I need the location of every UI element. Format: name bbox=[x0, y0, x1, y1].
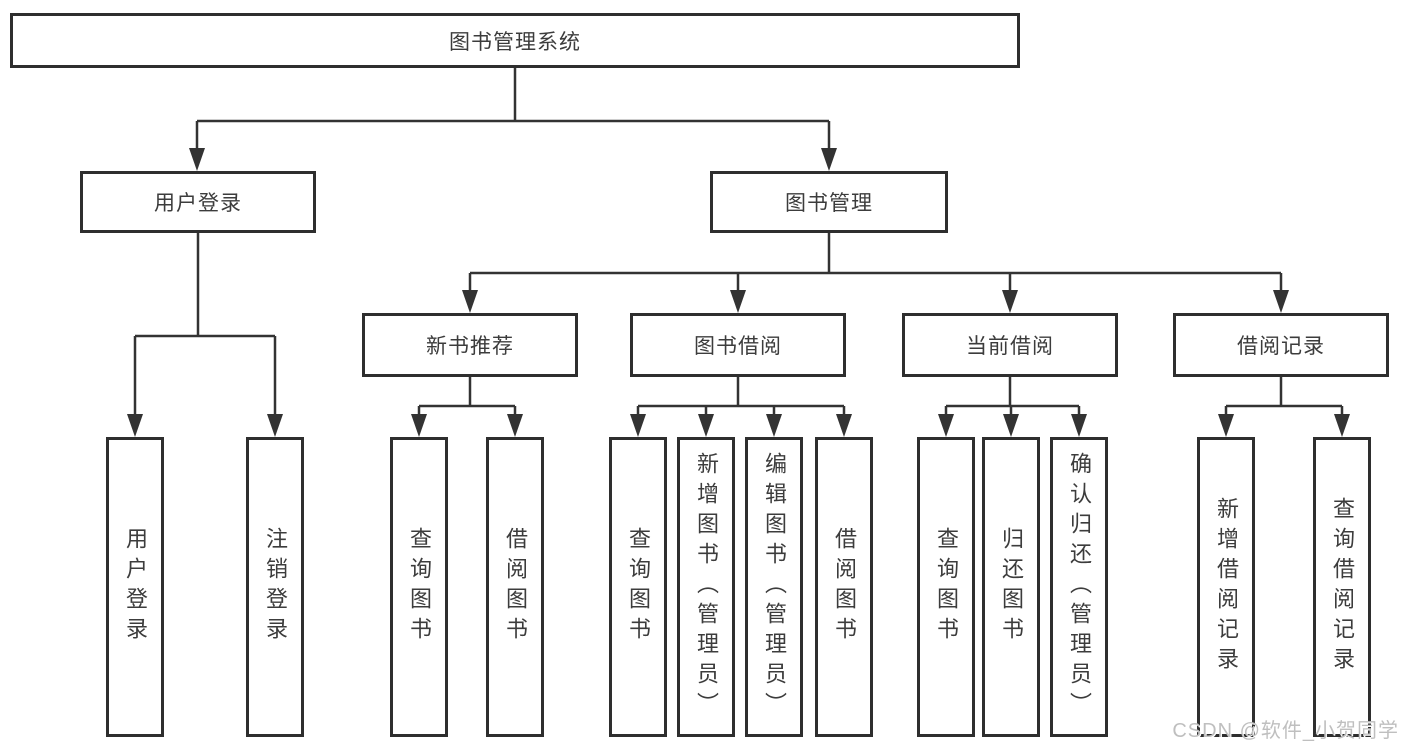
node-user-login: 用户登录 bbox=[80, 171, 316, 233]
arrowhead-icon bbox=[1218, 414, 1234, 437]
arrowhead-icon bbox=[1273, 290, 1289, 313]
node-label: 当前借阅 bbox=[966, 335, 1054, 358]
leaf-borrow-books-2: 借阅图书 bbox=[815, 437, 873, 737]
node-label: 借阅图书 bbox=[832, 527, 857, 647]
arrowhead-icon bbox=[938, 414, 954, 437]
arrowhead-icon bbox=[730, 290, 746, 313]
arrowhead-icon bbox=[1071, 414, 1087, 437]
arrowhead-icon bbox=[836, 414, 852, 437]
connector-path bbox=[133, 68, 1344, 432]
arrowhead-icon bbox=[411, 414, 427, 437]
node-label: 借阅图书 bbox=[503, 527, 528, 647]
arrowhead-icon bbox=[267, 414, 283, 437]
leaf-user-login: 用户登录 bbox=[106, 437, 164, 737]
node-new-book-recommend: 新书推荐 bbox=[362, 313, 578, 377]
leaf-edit-book-admin: 编辑图书（管理员） bbox=[745, 437, 803, 737]
arrowheads bbox=[127, 148, 1350, 437]
node-label: 查询图书 bbox=[934, 527, 959, 647]
node-label: 用户登录 bbox=[123, 527, 148, 647]
node-label: 图书管理 bbox=[785, 192, 873, 215]
node-label: 借阅记录 bbox=[1237, 335, 1325, 358]
arrowhead-icon bbox=[507, 414, 523, 437]
leaf-add-book-admin: 新增图书（管理员） bbox=[677, 437, 735, 737]
arrowhead-icon bbox=[1334, 414, 1350, 437]
node-book-borrow: 图书借阅 bbox=[630, 313, 846, 377]
node-label: 查询借阅记录 bbox=[1330, 497, 1355, 677]
leaf-return-books: 归还图书 bbox=[982, 437, 1040, 737]
watermark: CSDN @软件_小贺同学 bbox=[1172, 720, 1399, 742]
node-label: 新增借阅记录 bbox=[1214, 497, 1239, 677]
node-label: 图书管理系统 bbox=[449, 30, 581, 54]
node-label: 图书借阅 bbox=[694, 335, 782, 358]
arrowhead-icon bbox=[698, 414, 714, 437]
leaf-query-books-3: 查询图书 bbox=[917, 437, 975, 737]
node-borrow-records: 借阅记录 bbox=[1173, 313, 1389, 377]
arrowhead-icon bbox=[821, 148, 837, 171]
leaf-query-borrow-record: 查询借阅记录 bbox=[1313, 437, 1371, 737]
node-label: 查询图书 bbox=[626, 527, 651, 647]
node-label: 归还图书 bbox=[999, 527, 1024, 647]
arrowhead-icon bbox=[630, 414, 646, 437]
leaf-query-books-2: 查询图书 bbox=[609, 437, 667, 737]
node-label: 新增图书（管理员） bbox=[694, 452, 719, 722]
leaf-borrow-books-1: 借阅图书 bbox=[486, 437, 544, 737]
node-label: 查询图书 bbox=[407, 527, 432, 647]
arrowhead-icon bbox=[1002, 290, 1018, 313]
leaf-add-borrow-record: 新增借阅记录 bbox=[1197, 437, 1255, 737]
arrowhead-icon bbox=[127, 414, 143, 437]
leaf-query-books-1: 查询图书 bbox=[390, 437, 448, 737]
arrowhead-icon bbox=[462, 290, 478, 313]
node-label: 新书推荐 bbox=[426, 335, 514, 358]
node-label: 编辑图书（管理员） bbox=[762, 452, 787, 722]
arrowhead-icon bbox=[189, 148, 205, 171]
node-label: 用户登录 bbox=[154, 192, 242, 215]
arrowhead-icon bbox=[766, 414, 782, 437]
leaf-logout-login: 注销登录 bbox=[246, 437, 304, 737]
node-current-borrow: 当前借阅 bbox=[902, 313, 1118, 377]
node-root: 图书管理系统 bbox=[10, 13, 1020, 68]
node-label: 注销登录 bbox=[263, 527, 288, 647]
node-label: 确认归还（管理员） bbox=[1067, 452, 1092, 722]
leaf-confirm-return-admin: 确认归还（管理员） bbox=[1050, 437, 1108, 737]
node-book-management: 图书管理 bbox=[710, 171, 948, 233]
arrowhead-icon bbox=[1003, 414, 1019, 437]
